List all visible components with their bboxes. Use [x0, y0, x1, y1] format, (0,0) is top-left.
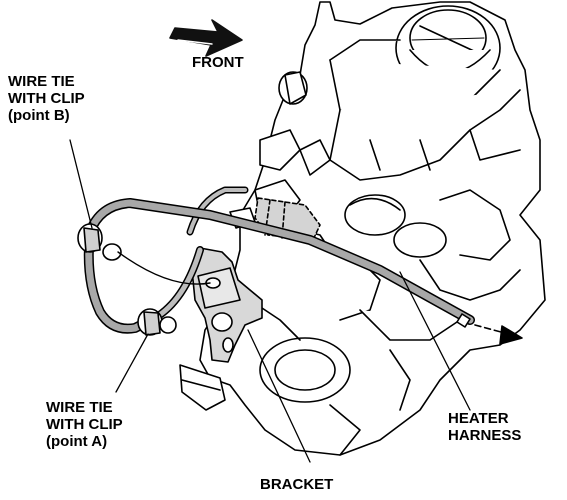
harness-direction-arrow	[474, 324, 523, 345]
wire-tie-clip-a	[137, 308, 233, 336]
bracket-part	[179, 247, 263, 411]
leader-clip-a	[115, 333, 149, 393]
front-label: FRONT	[192, 54, 244, 71]
leader-heater-harness	[399, 271, 471, 411]
clip-b-label: WIRE TIE WITH CLIP (point B)	[8, 73, 85, 124]
heater-harness-line-2: HARNESS	[448, 427, 522, 444]
wire-tie-clip-b	[77, 223, 211, 285]
leader-lines	[69, 139, 471, 463]
clip-a-label: WIRE TIE WITH CLIP (point A)	[46, 399, 123, 450]
clip-b-line-3: (point B)	[8, 107, 70, 124]
heater-harness-line-1: HEATER	[448, 410, 509, 427]
front-direction-arrow	[169, 19, 243, 57]
clip-b-line-1: WIRE TIE	[8, 73, 75, 90]
clip-a-line-2: WITH CLIP	[46, 416, 123, 433]
bracket-label: BRACKET	[260, 476, 334, 493]
heater-harness-tube	[83, 198, 475, 334]
leader-clip-b	[69, 139, 93, 229]
heater-harness-label: HEATER HARNESS	[448, 410, 521, 444]
leader-bracket	[247, 329, 311, 463]
clip-a-line-1: WIRE TIE	[46, 399, 113, 416]
clip-a-line-3: (point A)	[46, 433, 108, 450]
clip-b-line-2: WITH CLIP	[8, 90, 85, 107]
